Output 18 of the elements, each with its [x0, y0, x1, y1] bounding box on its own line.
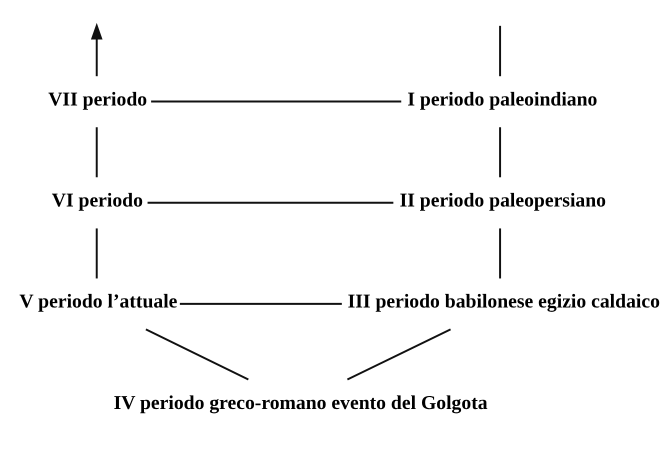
node-text: VII periodo [48, 88, 148, 110]
connector [180, 302, 342, 304]
connector [145, 328, 249, 380]
connector [499, 126, 502, 177]
connector [96, 126, 98, 177]
connector [346, 328, 451, 380]
node-text: II periodo paleopersiano [400, 189, 606, 212]
node-text: IV periodo greco-romano evento del Golgota [114, 391, 488, 414]
node-text: VI periodo [52, 189, 143, 212]
connector [499, 25, 502, 76]
arrow [90, 22, 103, 76]
node-text: III periodo babilonese egizio caldaico [348, 290, 660, 312]
connector [499, 228, 502, 278]
node-text: V periodo l’attuale [19, 290, 178, 312]
connector [151, 100, 402, 102]
node-text: I periodo paleoindiano [407, 88, 598, 110]
connector [96, 228, 98, 278]
connector [148, 201, 394, 204]
